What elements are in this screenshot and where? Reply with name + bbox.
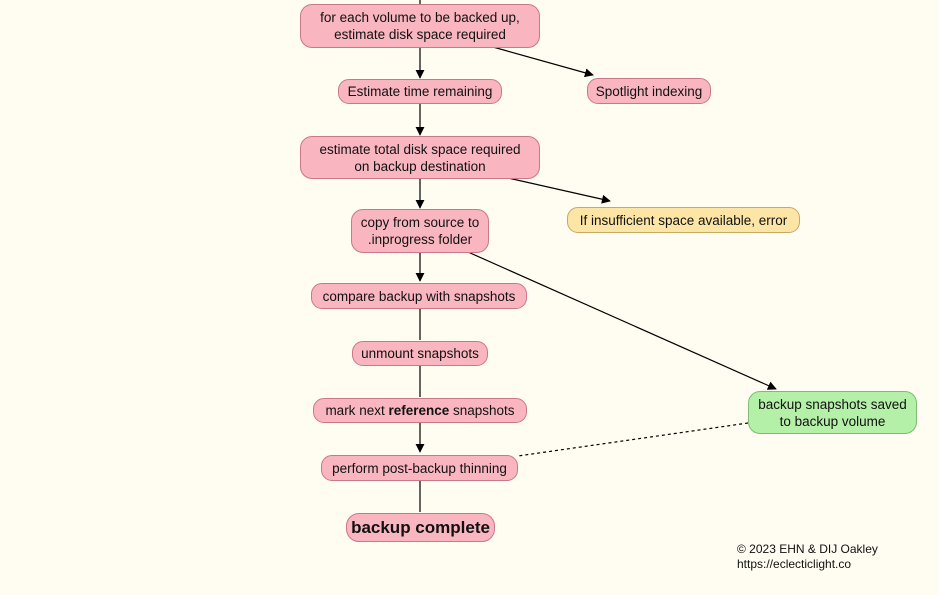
- node-backup-snapshots-saved: backup snapshots saved to backup volume: [748, 391, 917, 434]
- node-copy-source-line2: .inprogress folder: [367, 232, 473, 247]
- node-estimate-time: Estimate time remaining: [338, 79, 502, 104]
- node-insufficient-space-error: If insufficient space available, error: [567, 207, 800, 233]
- node-estimate-volume-space-line1: for each volume to be backed up,: [320, 10, 520, 25]
- node-estimate-volume-space-line2: estimate disk space required: [334, 27, 506, 42]
- node-post-backup-thinning-label: perform post-backup thinning: [332, 460, 507, 476]
- node-insufficient-space-error-label: If insufficient space available, error: [579, 212, 788, 228]
- node-backup-complete-label: backup complete: [351, 518, 490, 537]
- node-copy-source: copy from source to .inprogress folder: [351, 209, 489, 253]
- node-estimate-total-space: estimate total disk space required on ba…: [300, 136, 540, 179]
- copyright-credit: © 2023 EHN & DIJ Oakley https://eclectic…: [737, 542, 878, 572]
- node-compare-backup: compare backup with snapshots: [311, 283, 527, 309]
- node-mark-reference-snapshots: mark next reference snapshots: [313, 398, 527, 423]
- node-estimate-total-space-line1: estimate total disk space required: [319, 141, 521, 157]
- node-copy-source-line1: copy from source to: [360, 215, 480, 230]
- node-mark-pre: mark next: [325, 403, 389, 418]
- node-backup-complete: backup complete: [346, 513, 495, 542]
- edge-copy-to-saved: [467, 251, 777, 390]
- website-line: https://eclecticlight.co: [737, 557, 852, 571]
- node-backup-snapshots-saved-line2: to backup volume: [779, 413, 886, 429]
- edge-saved-to-thinning-dashed: [517, 422, 749, 457]
- node-mark-reference-snapshots-text: mark next reference snapshots: [325, 402, 514, 419]
- edge-volumes-to-spotlight: [492, 46, 594, 78]
- node-estimate-total-space-line2: on backup destination: [354, 158, 486, 174]
- node-compare-backup-label: compare backup with snapshots: [322, 288, 516, 304]
- node-spotlight-indexing-label: Spotlight indexing: [595, 83, 703, 99]
- node-post-backup-thinning: perform post-backup thinning: [321, 455, 518, 481]
- edge-total-to-insufficient: [507, 177, 611, 204]
- node-spotlight-indexing: Spotlight indexing: [587, 78, 711, 104]
- node-unmount-snapshots: unmount snapshots: [352, 341, 488, 366]
- copyright-line: © 2023 EHN & DIJ Oakley: [737, 542, 878, 556]
- node-mark-bold: reference: [388, 403, 450, 418]
- node-estimate-time-label: Estimate time remaining: [347, 84, 493, 99]
- node-unmount-snapshots-label: unmount snapshots: [361, 346, 479, 361]
- node-estimate-volume-space: for each volume to be backed up, estimat…: [300, 4, 540, 48]
- node-backup-snapshots-saved-line1: backup snapshots saved: [758, 396, 907, 412]
- node-mark-post: snapshots: [449, 403, 515, 418]
